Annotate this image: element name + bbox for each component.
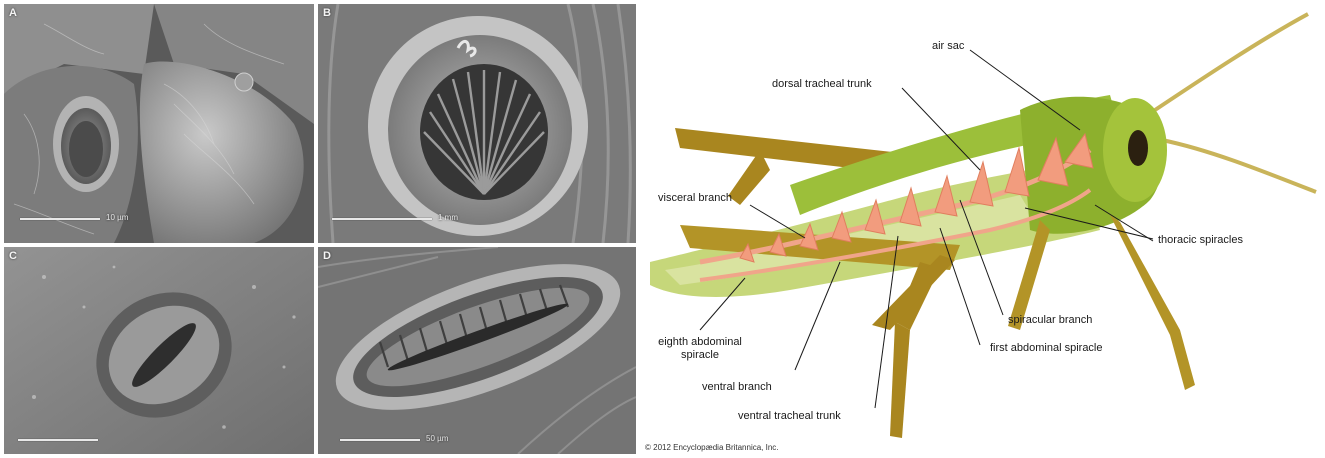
sem-panel-d-scale-label: 50 µm — [426, 434, 448, 443]
label-eighth-abdominal-spiracle: eighth abdominal spiracle — [650, 336, 750, 362]
sem-panel-d: D 50 µm — [318, 247, 636, 454]
sem-panel-a-scale-label: 10 µm — [106, 213, 128, 222]
sem-panel-b-scale-label: 1 mm — [438, 213, 458, 222]
hind-tibia — [890, 322, 910, 438]
label-ventral-branch: ventral branch — [702, 381, 772, 394]
sem-micrograph-grid: A 10 µm B 1 mm — [4, 4, 636, 454]
sem-panel-c-scale-bar — [18, 439, 98, 441]
label-ventral-tracheal-trunk: ventral tracheal trunk — [738, 410, 841, 423]
label-thoracic-spiracles: thoracic spiracles — [1158, 234, 1243, 247]
sem-panel-a: A 10 µm — [4, 4, 314, 243]
grasshopper-respiratory-diagram: air sac dorsal tracheal trunk visceral b… — [640, 0, 1325, 458]
sem-panel-b-scale-bar — [332, 218, 432, 220]
sem-panel-a-image — [4, 4, 314, 243]
copyright-notice: © 2012 Encyclopædia Britannica, Inc. — [645, 443, 779, 452]
sem-panel-d-letter: D — [323, 250, 331, 262]
sem-panel-c-letter: C — [9, 250, 17, 262]
compound-eye — [1128, 130, 1148, 166]
label-first-abdominal-spiracle: first abdominal spiracle — [990, 342, 1103, 355]
sem-panel-b-image — [318, 4, 636, 243]
sem-panel-c-image — [4, 247, 314, 454]
sem-panel-a-letter: A — [9, 7, 17, 19]
sem-panel-b-letter: B — [323, 7, 331, 19]
antenna-upper — [1152, 14, 1308, 112]
sem-panel-a-scale-bar — [20, 218, 100, 220]
antenna-lower — [1162, 140, 1316, 192]
sem-panel-d-image — [318, 247, 636, 454]
label-spiracular-branch: spiracular branch — [1008, 314, 1092, 327]
label-air-sac: air sac — [932, 40, 964, 53]
label-dorsal-tracheal-trunk: dorsal tracheal trunk — [772, 78, 872, 91]
sem-panel-b: B 1 mm — [318, 4, 636, 243]
label-visceral-branch: visceral branch — [658, 192, 732, 205]
sem-panel-c: C — [4, 247, 314, 454]
sem-panel-d-scale-bar — [340, 439, 420, 441]
